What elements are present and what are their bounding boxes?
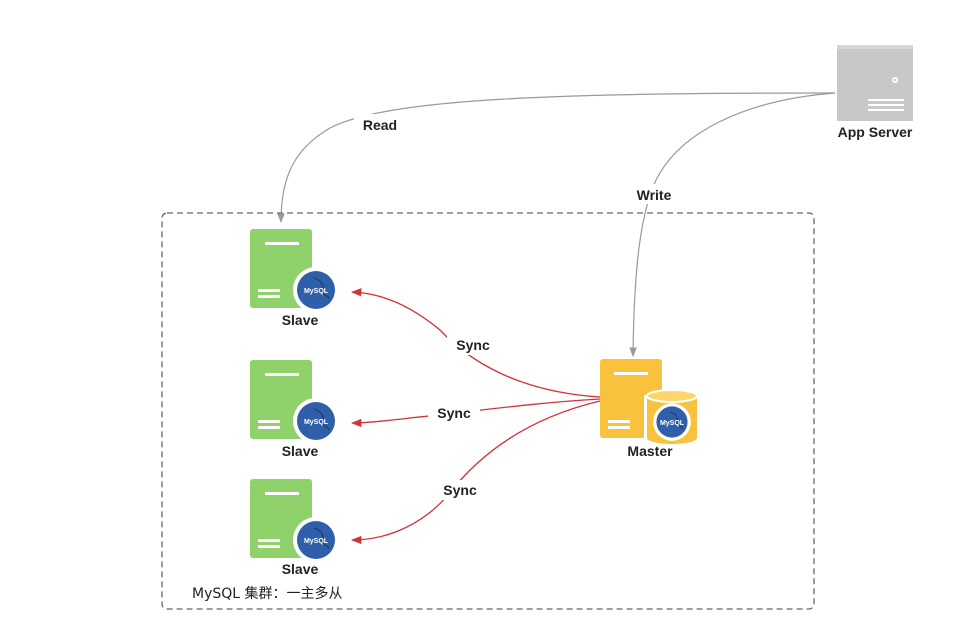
read-edge: [277, 92, 836, 223]
read-label: Read: [363, 117, 397, 133]
slave-label-2: Slave: [282, 443, 319, 459]
mysql-logo-text: MySQL: [304, 419, 329, 426]
mysql-logo-text: MySQL: [304, 288, 329, 295]
slave-node-2: MySQL Slave: [250, 360, 340, 459]
sync-label-2-bg: [428, 402, 480, 422]
write-label-bg: [626, 184, 684, 204]
sync-label-1: Sync: [456, 337, 490, 353]
mysql-server-icon: MySQL: [250, 360, 340, 445]
mysql-database-server-icon: MySQL: [600, 359, 700, 444]
mysql-logo-text: MySQL: [660, 420, 685, 427]
sync-label-3: Sync: [443, 482, 477, 498]
server-icon: [837, 45, 913, 121]
write-label: Write: [637, 187, 672, 203]
cluster-label: MySQL 集群：一主多从: [192, 585, 343, 602]
slave-node-3: MySQL Slave: [250, 479, 340, 577]
sync-edge-1: [350, 288, 601, 398]
mysql-server-icon: MySQL: [250, 229, 340, 314]
sync-label-3-bg: [434, 480, 486, 500]
app-server-label: App Server: [838, 124, 913, 140]
read-label-bg: [354, 114, 406, 134]
sync-label-1-bg: [447, 335, 499, 355]
app-server-node: App Server: [837, 45, 913, 140]
slave-node-1: MySQL Slave: [250, 229, 340, 328]
sync-label-2: Sync: [437, 405, 471, 421]
cluster-boundary: [161, 212, 815, 610]
slave-label-3: Slave: [282, 561, 319, 577]
write-edge: [629, 92, 836, 357]
mysql-server-icon: MySQL: [250, 479, 340, 564]
master-label: Master: [627, 443, 673, 459]
master-node: MySQL Master: [600, 359, 700, 459]
mysql-logo-text: MySQL: [304, 538, 329, 545]
slave-label-1: Slave: [282, 312, 319, 328]
